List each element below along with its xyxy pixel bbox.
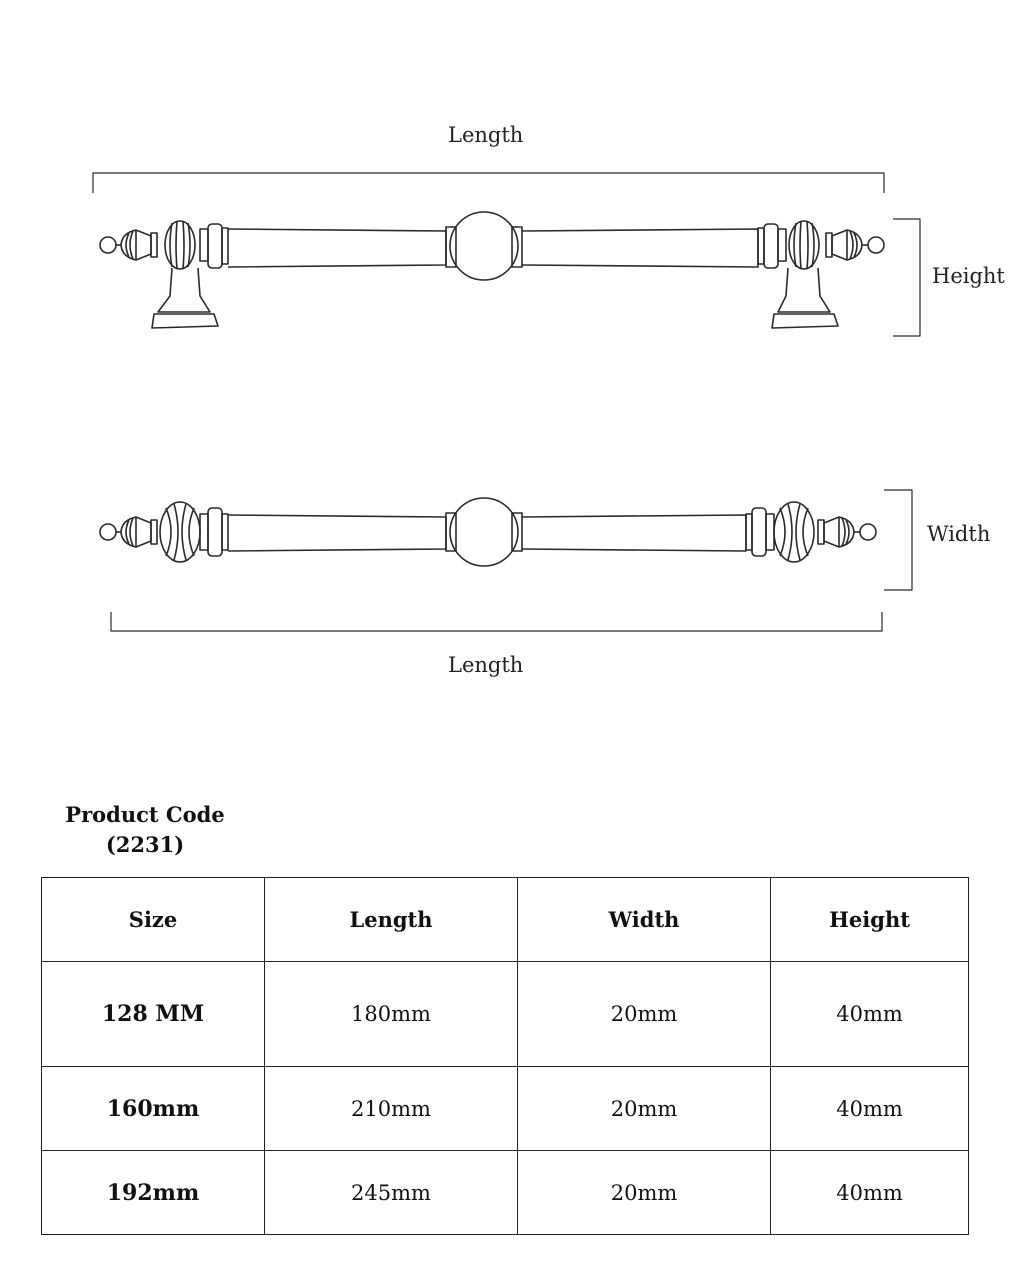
- handle-technical-drawing: [92, 172, 921, 632]
- width-label: Width: [927, 522, 991, 546]
- table-header-row: Size Length Width Height: [41, 877, 969, 962]
- cell-width: 20mm: [517, 961, 771, 1067]
- height-label: Height: [932, 264, 1005, 288]
- cell-width: 20mm: [517, 1066, 771, 1151]
- cell-height: 40mm: [770, 961, 969, 1067]
- header-height: Height: [770, 877, 969, 962]
- table-row: 160mm 210mm 20mm 40mm: [41, 1066, 969, 1151]
- bottom-length-label: Length: [448, 653, 524, 677]
- cell-size: 160mm: [41, 1066, 265, 1151]
- cell-length: 180mm: [264, 961, 518, 1067]
- header-width: Width: [517, 877, 771, 962]
- top-length-label: Length: [448, 123, 524, 147]
- table-row: 192mm 245mm 20mm 40mm: [41, 1150, 969, 1235]
- cell-length: 210mm: [264, 1066, 518, 1151]
- size-spec-table: Size Length Width Height 128 MM 180mm 20…: [41, 877, 969, 1235]
- product-code-heading: Product Code (2231): [60, 800, 230, 860]
- header-size: Size: [41, 877, 265, 962]
- cell-length: 245mm: [264, 1150, 518, 1235]
- product-code-value: (2231): [105, 832, 185, 857]
- handle-top-view: [99, 489, 913, 632]
- cell-width: 20mm: [517, 1150, 771, 1235]
- table-row: 128 MM 180mm 20mm 40mm: [41, 961, 969, 1067]
- cell-height: 40mm: [770, 1150, 969, 1235]
- header-length: Length: [264, 877, 518, 962]
- cell-size: 192mm: [41, 1150, 265, 1235]
- product-code-title: Product Code: [65, 802, 225, 827]
- handle-side-view: [92, 172, 921, 337]
- cell-size: 128 MM: [41, 961, 265, 1067]
- cell-height: 40mm: [770, 1066, 969, 1151]
